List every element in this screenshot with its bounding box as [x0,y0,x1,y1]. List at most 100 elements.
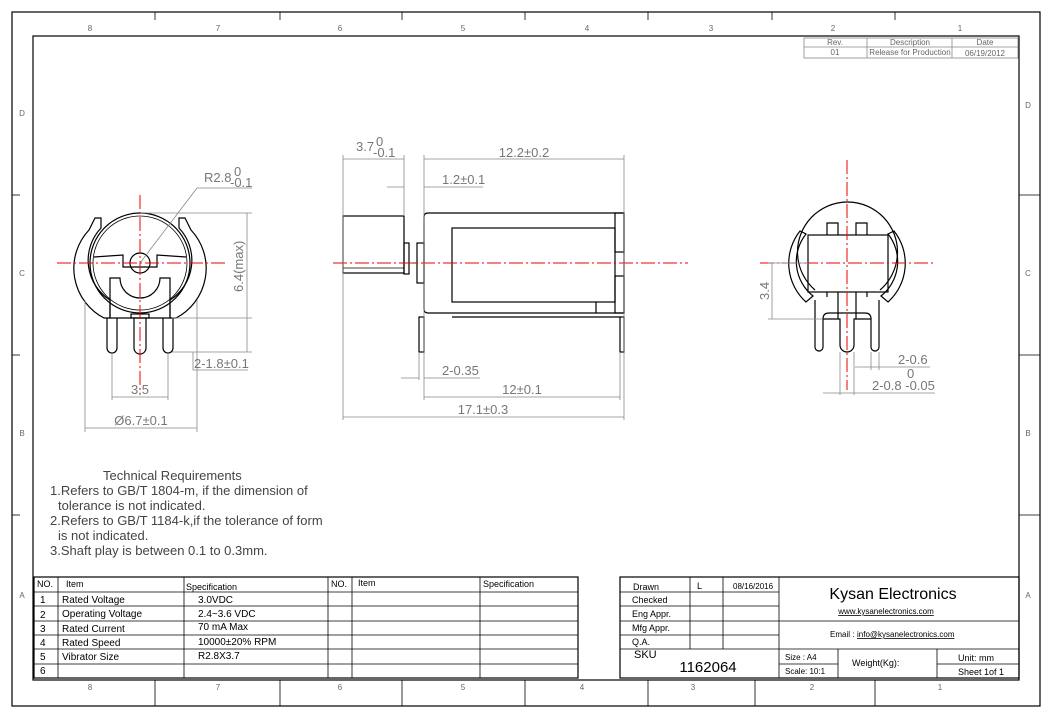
company-website-link[interactable]: www.kysanelectronics.com [837,607,934,616]
sheet-value: Sheet 1of 1 [958,667,1004,677]
column-label: 4 [580,683,585,692]
requirement-line: 2.Refers to GB/T 1184-k,if the tolerance… [50,513,323,528]
drawn-date: 08/16/2016 [733,582,774,591]
row-no: 5 [40,652,46,663]
header-item: Item [358,578,376,588]
pin-width-dimension: 2-0.6 [898,352,928,367]
row-no: 2 [40,610,46,621]
column-label: 2 [831,24,836,33]
row-item: Rated Speed [62,638,120,649]
row-label: D [19,109,25,118]
technical-requirements: Technical Requirements 1.Refers to GB/T … [50,468,323,558]
row-spec: 70 mA Max [198,622,248,633]
header-item: Item [66,579,84,589]
end-view: 3.4 2-0.6 0 2-0.8 -0.05 [757,160,935,395]
header-no: NO. [37,579,53,589]
column-label: 2 [810,683,815,692]
unit-value: Unit: mm [958,653,994,663]
requirements-title: Technical Requirements [103,468,242,483]
drawn-by: L [697,581,702,591]
description-value: Release for Production [869,48,950,57]
column-label: 6 [338,24,343,33]
sku-value: 1162064 [679,659,736,676]
row-label: D [1025,101,1031,110]
weight-tolerance-upper: 0 [376,134,383,149]
size-value: Size : A4 [785,653,817,662]
header-no: NO. [331,579,347,589]
revision-block: Rev. Description Date 01 Release for Pro… [803,37,1019,59]
spec-table: NO. Item Specification NO. Item Specific… [33,576,579,679]
row-spec: 2.4~3.6 VDC [198,609,256,620]
radius-dimension: R2.8 [204,170,231,185]
gap-dimension: 1.2±0.1 [442,172,485,187]
email-link[interactable]: info@kysanelectronics.com [857,630,955,639]
row-label: C [1025,269,1031,278]
column-label: 8 [88,683,93,692]
pin-pitch-dimension: 3.5 [131,382,149,397]
requirement-line: tolerance is not indicated. [58,498,205,513]
pin-thickness-dimension: 2-0.35 [442,363,479,378]
role-mfg-appr: Mfg Appr. [632,623,670,633]
role-drawn: Drawn [633,582,659,592]
row-label: B [1025,429,1030,438]
role-checked: Checked [632,595,668,605]
drawing-frame: 8 7 6 5 4 3 2 1 8 7 6 5 4 3 2 1 D C B A … [11,11,1041,707]
row-no: 3 [40,624,46,635]
column-label: 8 [88,24,93,33]
requirement-line: 3.Shaft play is between 0.1 to 0.3mm. [50,543,268,558]
column-label: 5 [461,683,466,692]
rev-value: 01 [831,48,840,57]
row-no: 4 [40,638,46,649]
date-header: Date [977,38,994,47]
row-item: Rated Voltage [62,595,125,606]
row-label: B [19,429,24,438]
diameter-dimension: Ø6.7±0.1 [114,413,167,428]
title-block: Drawn Checked Eng Appr. Mfg Appr. Q.A. L… [619,576,1020,679]
end-height-dimension: 3.4 [757,282,772,300]
email-label: Email : [830,630,854,639]
role-qa: Q.A. [632,637,650,647]
column-label: 6 [338,683,343,692]
row-label: C [19,269,25,278]
weight-tolerance-lower: -0.1 [373,145,395,160]
row-spec: 3.0VDC [198,595,233,606]
column-label: 1 [938,683,943,692]
weight-label: Weight(Kg): [852,658,899,668]
requirement-line: 1.Refers to GB/T 1804-m, if the dimensio… [50,483,308,498]
scale-value: Scale: 10:1 [785,667,826,676]
row-item: Operating Voltage [62,609,142,620]
header-specification: Specification [186,582,237,592]
description-header: Description [890,38,930,47]
body-length-dimension: 12.2±0.2 [499,145,550,160]
row-spec: 10000±20% RPM [198,637,276,648]
column-label: 4 [585,24,590,33]
radius-tolerance-upper: 0 [234,164,241,179]
side-view: 3.7 0 -0.1 12.2±0.2 1.2±0.1 2-0.35 12±0.… [333,134,688,420]
row-no: 6 [40,666,46,677]
role-eng-appr: Eng Appr. [632,609,671,619]
pin-length-dimension: 2-1.8±0.1 [194,356,249,371]
pin-span-dimension: 12±0.1 [502,382,542,397]
pin-width-2-dimension: 2-0.8 -0.05 [872,378,935,393]
sku-label: SKU [634,649,657,661]
date-value: 06/19/2012 [965,49,1006,58]
header-specification: Specification [483,579,534,589]
column-label: 5 [461,24,466,33]
height-dimension: 6.4(max) [231,241,246,292]
row-item: Vibrator Size [62,652,120,663]
column-label: 3 [709,24,714,33]
front-view: R2.8 0 -0.1 6.4(max) 2-1.8±0.1 3.5 Ø6.7±… [57,164,252,432]
rev-header: Rev. [827,38,843,47]
radius-tolerance-lower: -0.1 [230,175,252,190]
column-label: 7 [216,683,221,692]
row-label: A [1025,591,1031,600]
weight-length-dimension: 3.7 [356,139,374,154]
column-label: 1 [958,24,963,33]
total-length-dimension: 17.1±0.3 [458,402,509,417]
column-label: 3 [691,683,696,692]
row-item: Rated Current [62,624,125,635]
requirement-line: is not indicated. [58,528,148,543]
row-spec: R2.8X3.7 [198,651,240,662]
row-no: 1 [40,595,46,606]
